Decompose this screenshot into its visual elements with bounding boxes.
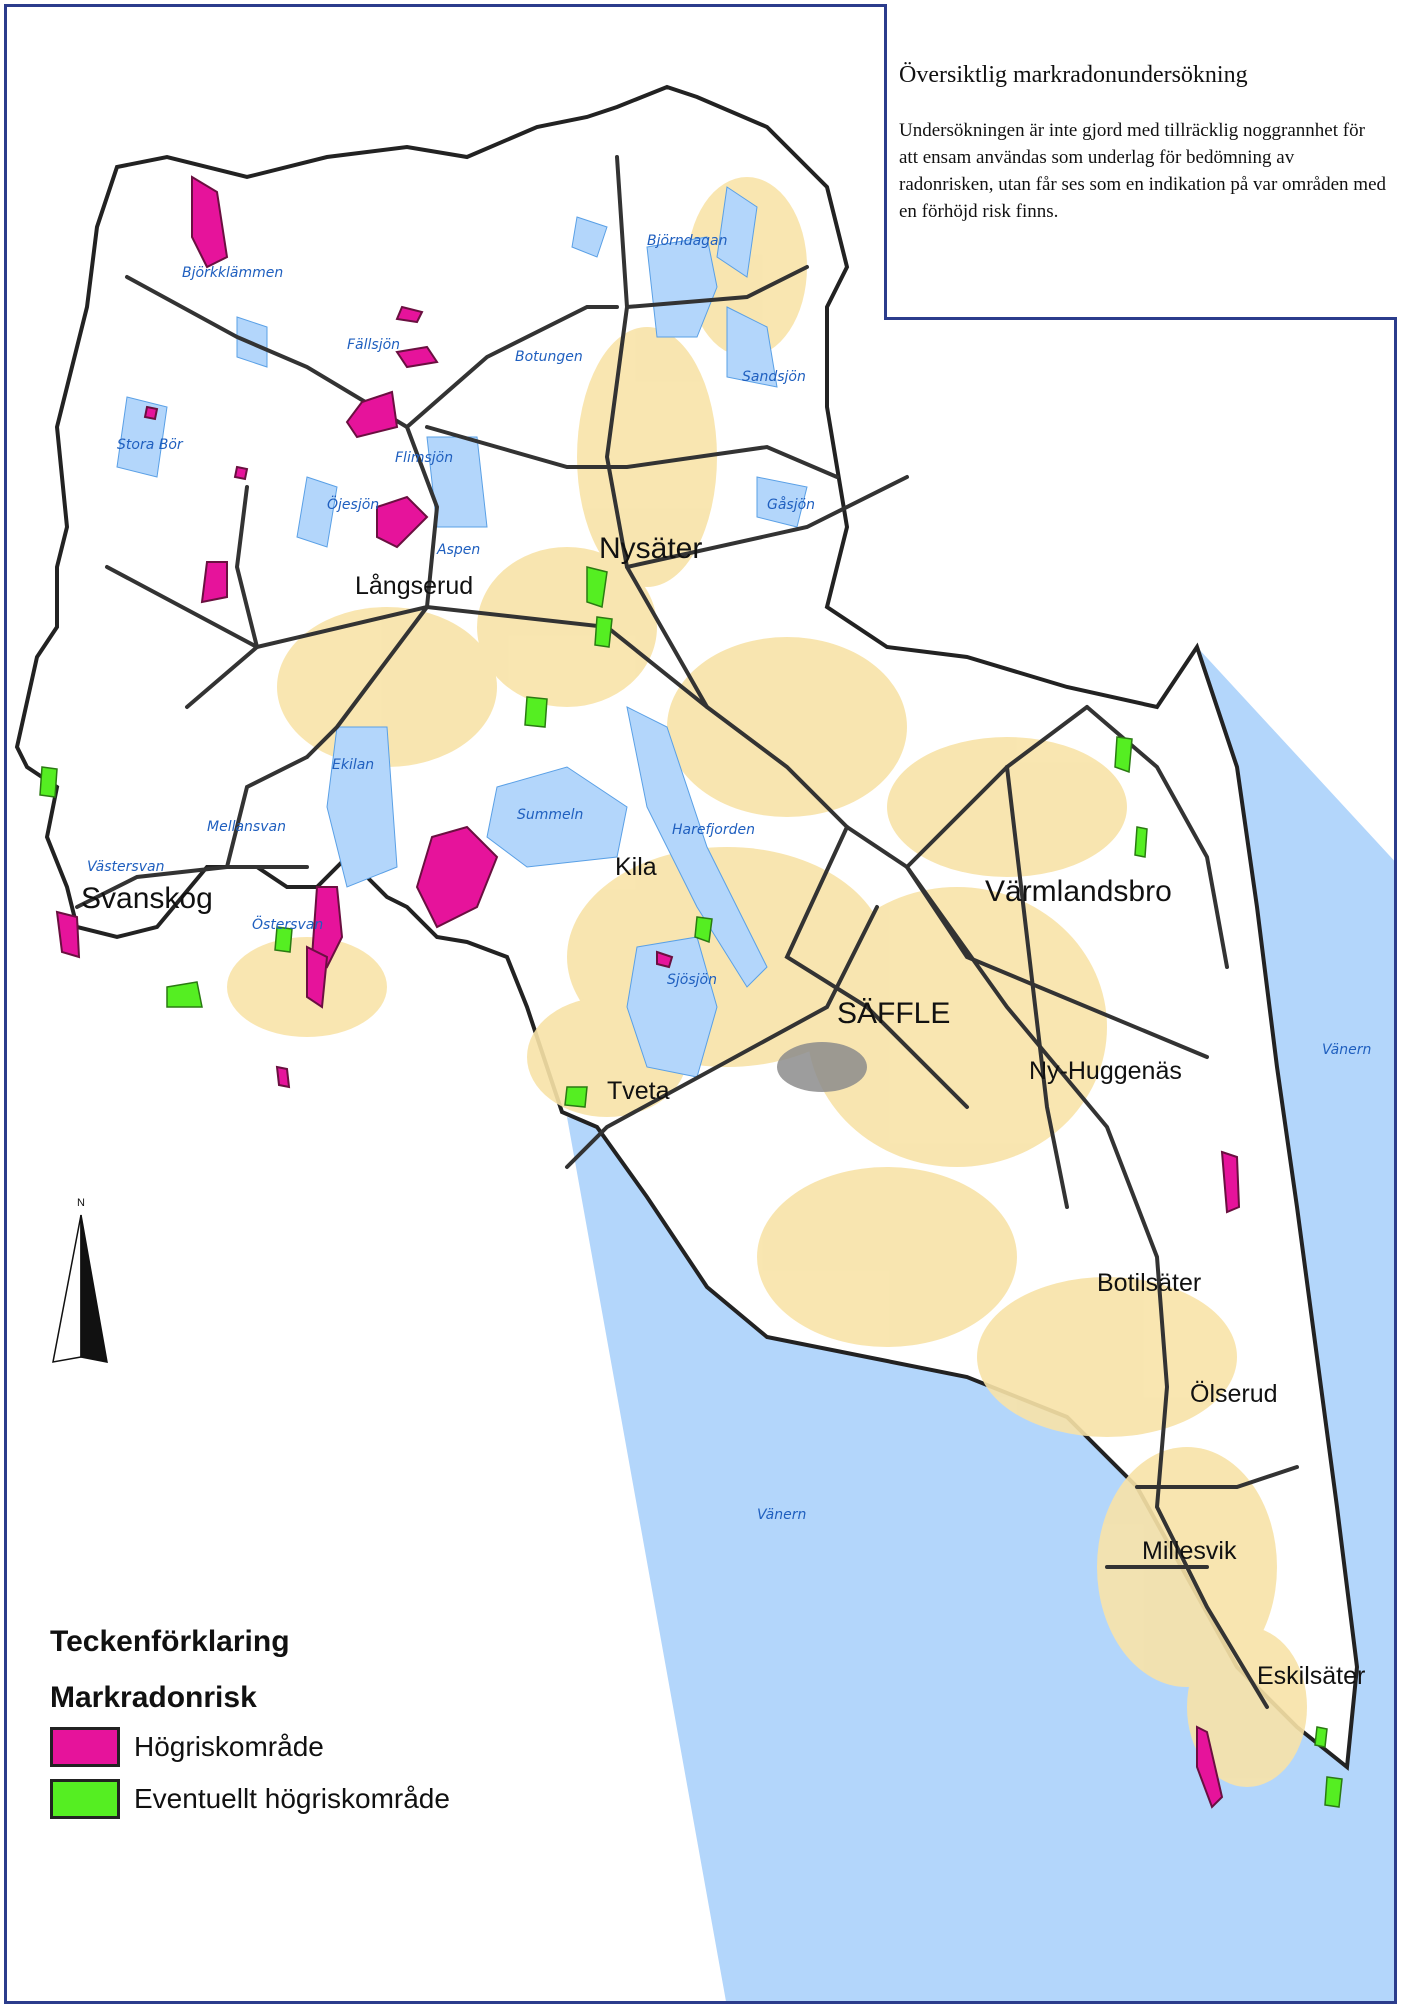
- lake-label-bjorndagan: Björndagan: [647, 233, 728, 249]
- place-millesvik: Millesvik: [1142, 1537, 1237, 1565]
- legend-item: Eventuellt högriskområde: [50, 1779, 450, 1819]
- place-botilsater: Botilsäter: [1097, 1269, 1202, 1297]
- place-nysater: Nysäter: [599, 532, 703, 565]
- place-olserud: Ölserud: [1190, 1380, 1278, 1408]
- north-label: N: [77, 1197, 85, 1209]
- lake-label-storabor: Stora Bör: [117, 437, 183, 453]
- municipality-map: [14, 84, 1394, 2001]
- info-box: Översiktlig markradonundersökning Unders…: [884, 4, 1397, 320]
- water-label-vanern-south: Vänern: [757, 1507, 807, 1523]
- water-label-vanern-east: Vänern: [1322, 1042, 1372, 1058]
- legend-swatch-high-risk: [50, 1727, 120, 1767]
- place-langserud: Långserud: [355, 572, 474, 600]
- lake-label-harefjorden: Harefjorden: [672, 822, 755, 838]
- built-areas: [227, 177, 1307, 1787]
- lake-label-bjorkklammen: Björkklämmen: [182, 265, 284, 281]
- saffle-urban: [777, 1042, 867, 1092]
- place-svanskog: Svanskog: [81, 882, 213, 915]
- lake-label-flimsjon: Flimsjön: [395, 450, 454, 466]
- legend-heading: Teckenförklaring: [50, 1625, 290, 1658]
- legend: Teckenförklaring Markradonrisk Högriskom…: [50, 1625, 450, 1819]
- lake-label-summeln: Summeln: [517, 807, 584, 823]
- place-tveta: Tveta: [607, 1077, 670, 1105]
- legend-label-possible-high-risk: Eventuellt högriskområde: [134, 1783, 450, 1814]
- lake-label-gasjon: Gåsjön: [767, 497, 816, 513]
- lake-label-ekilan: Ekilan: [332, 757, 375, 773]
- legend-swatch-possible-high-risk: [50, 1779, 120, 1819]
- possible-high-risk-areas: [39, 566, 1343, 1808]
- lake-label-mellansvan: Mellansvan: [207, 819, 286, 835]
- place-nyhuggenas: Ny-Huggenäs: [1029, 1057, 1182, 1085]
- place-kila: Kila: [615, 853, 657, 881]
- legend-subheading: Markradonrisk: [50, 1681, 257, 1714]
- legend-item: Högriskområde: [50, 1727, 450, 1767]
- high-risk-areas: [55, 175, 1241, 1809]
- lake-label-vastersvan: Västersvan: [87, 859, 165, 875]
- roads: [75, 155, 1299, 1709]
- north-arrow: N: [49, 1197, 109, 1372]
- info-body: Undersökningen är inte gjord med tillräc…: [899, 120, 1386, 222]
- lake-label-fallsjon: Fällsjön: [347, 337, 401, 353]
- legend-label-high-risk: Högriskområde: [134, 1731, 324, 1762]
- north-arrow-icon: [52, 1214, 108, 1363]
- place-eskilsater: Eskilsäter: [1257, 1662, 1366, 1690]
- inland-lakes: [116, 186, 808, 1078]
- lake-label-ojesjon: Öjesjön: [327, 497, 380, 513]
- lake-label-sjosjon: Sjösjön: [667, 972, 717, 988]
- map-frame: Björkklämmen Fällsjön Botungen Björndaga…: [4, 4, 1397, 2004]
- place-varmlandsbro: Värmlandsbro: [985, 875, 1172, 908]
- lake-label-botungen: Botungen: [515, 349, 583, 365]
- lake-label-sandsjon: Sandsjön: [742, 369, 806, 385]
- lake-label-aspen: Aspen: [437, 542, 481, 558]
- info-title: Översiktlig markradonundersökning: [899, 62, 1248, 88]
- lake-label-ostersvan: Östersvan: [252, 917, 324, 933]
- place-saffle: SÄFFLE: [837, 997, 951, 1030]
